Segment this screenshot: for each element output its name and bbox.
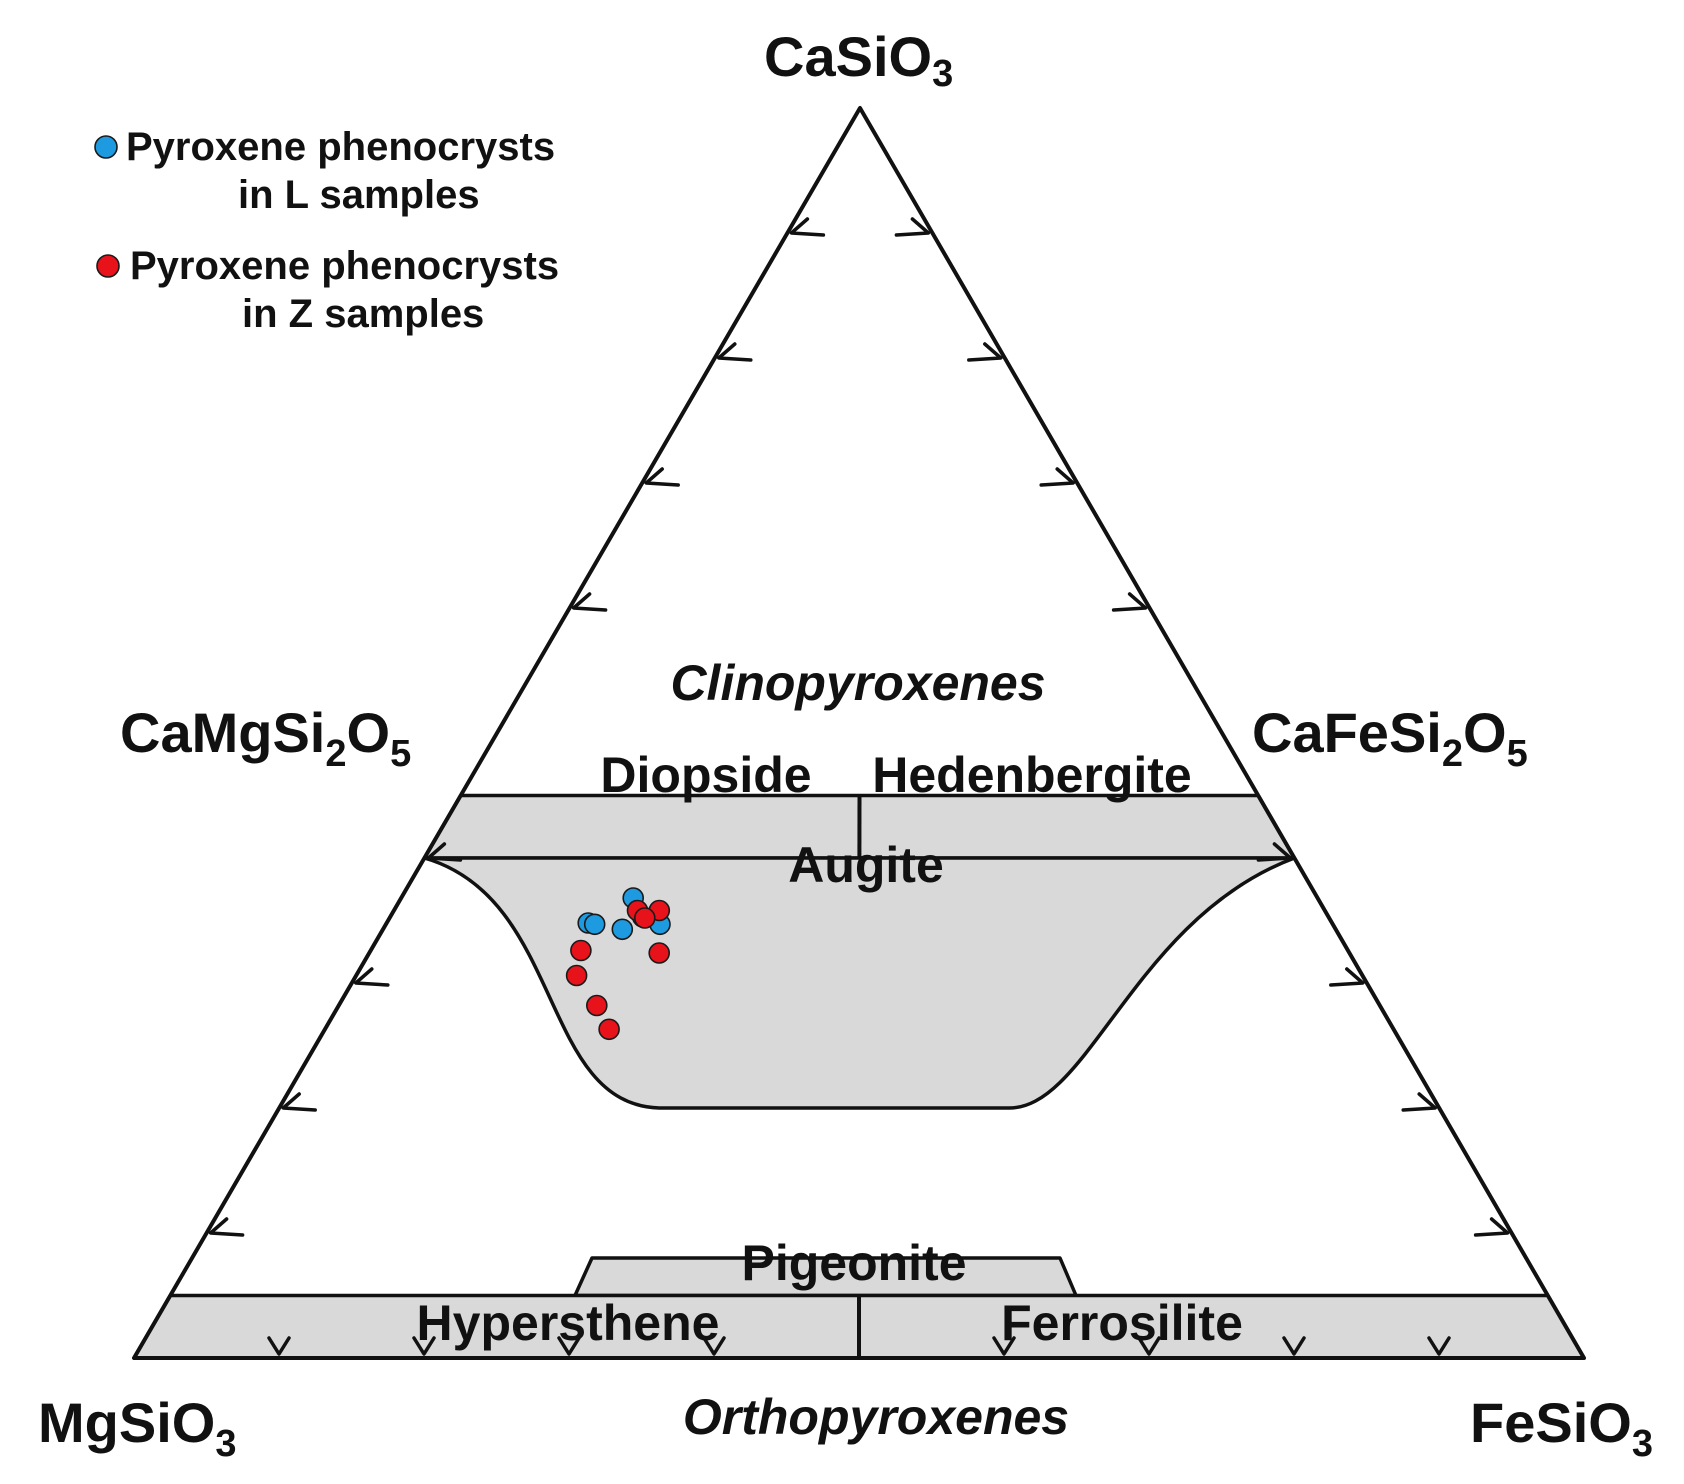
right-edge-tick: [1473, 1217, 1510, 1237]
orthopyroxenes-label: Orthopyroxenes: [683, 1389, 1069, 1445]
left-edge-tick: [281, 1092, 317, 1112]
hedenbergite-label: Hedenbergite: [872, 747, 1192, 803]
bottom-edge-tick: [1427, 1336, 1451, 1356]
right-edge-tick: [1111, 592, 1148, 612]
vertex-label-top: CaSiO3: [764, 25, 953, 95]
bottom-edge-tick: [702, 1336, 726, 1356]
ternary-triangle-outline: [132, 106, 1586, 1360]
legend-marker-z-samples: [96, 254, 120, 278]
right-edge-tick: [1329, 967, 1365, 987]
right-edge-tick: [894, 217, 931, 237]
augite-label: Augite: [788, 837, 944, 893]
data-points: [565, 887, 671, 1041]
bottom-edge-tick: [1137, 1336, 1161, 1356]
data-point-z-sample: [633, 907, 656, 929]
legend-label-l-line1: Pyroxene phenocrysts: [126, 125, 555, 169]
midpoint-label-left: CaMgSi2O5: [120, 701, 411, 775]
right-edge-tick: [1039, 467, 1075, 487]
legend-marker-l-samples: [94, 135, 118, 159]
data-point-z-sample: [585, 994, 608, 1017]
diopside-label: Diopside: [600, 747, 811, 803]
legend-label-l-line2: in L samples: [238, 173, 480, 217]
data-point-z-sample: [598, 1018, 620, 1041]
data-point-l-sample: [611, 918, 634, 941]
left-edge-tick: [208, 1217, 245, 1237]
left-edge-tick: [644, 467, 680, 487]
data-point-z-sample: [565, 964, 588, 987]
ferrosilite-label: Ferrosilite: [1001, 1295, 1243, 1351]
right-edge-tick: [1401, 1092, 1437, 1112]
bottom-edge-tick: [267, 1336, 291, 1356]
legend-label-z-line1: Pyroxene phenocrysts: [130, 244, 559, 288]
right-edge-tick: [967, 342, 1003, 362]
left-edge-tick: [717, 342, 753, 362]
data-point-l-sample: [583, 913, 606, 936]
legend-label-z-line2: in Z samples: [242, 292, 484, 336]
left-edge-tick: [426, 842, 463, 862]
augite-field: [422, 856, 1297, 1110]
data-point-z-sample: [648, 942, 671, 964]
hypersthene-label: Hypersthene: [417, 1295, 720, 1351]
left-edge-tick: [354, 967, 390, 987]
bottom-edge-tick: [1282, 1336, 1306, 1356]
right-edge-tick: [1256, 842, 1293, 862]
edge-tick-marks: [208, 217, 1510, 1356]
vertex-label-bottom-right: FeSiO3: [1470, 1391, 1653, 1465]
legend: Pyroxene phenocrysts in L samples Pyroxe…: [94, 125, 559, 336]
left-edge-tick: [571, 592, 608, 612]
bottom-edge-tick: [992, 1336, 1016, 1356]
bottom-edge-tick: [412, 1336, 436, 1356]
vertex-label-bottom-left: MgSiO3: [38, 1391, 236, 1465]
data-point-z-sample: [570, 939, 592, 962]
midpoint-label-right: CaFeSi2O5: [1252, 701, 1528, 775]
bottom-edge-tick: [557, 1336, 581, 1356]
left-edge-tick: [789, 217, 826, 237]
pigeonite-label: Pigeonite: [741, 1235, 966, 1291]
clinopyroxenes-label: Clinopyroxenes: [670, 655, 1045, 711]
